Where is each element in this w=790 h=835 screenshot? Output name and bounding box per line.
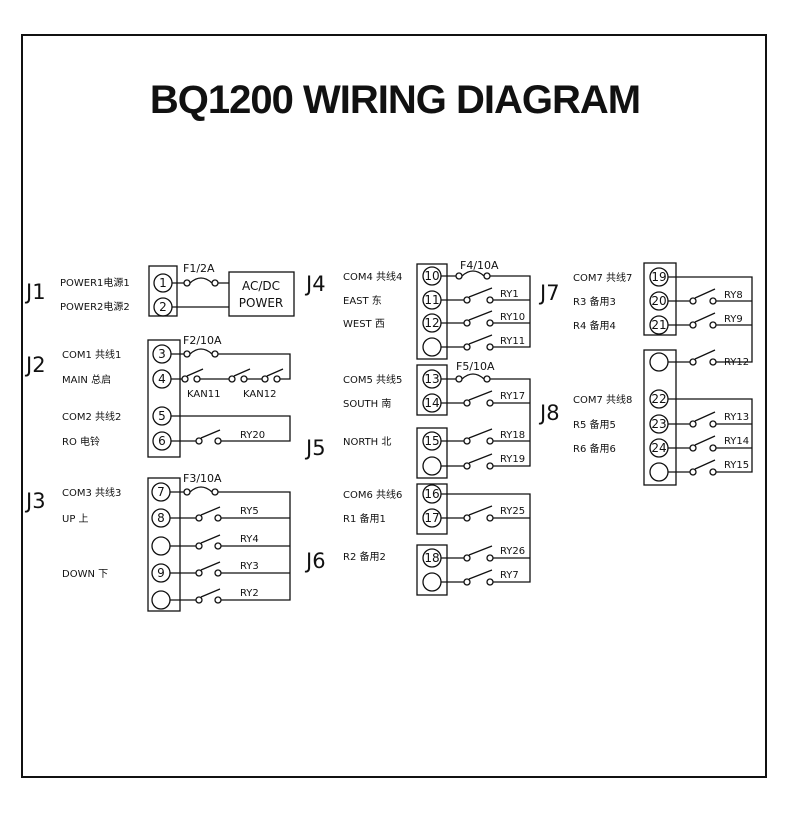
j2-label-2: MAIN 总启 (62, 373, 111, 386)
j4-label-3: WEST 西 (343, 319, 385, 330)
j6-label-3: R2 备用2 (343, 550, 386, 563)
terminal-8: 8 (157, 511, 165, 525)
relay-ry3: RY3 (240, 561, 259, 572)
j4-label-2: EAST 东 (343, 294, 382, 307)
j5-label-1: COM5 共线5 (343, 373, 402, 386)
relay-ry5: RY5 (240, 506, 259, 517)
terminal-16: 16 (424, 487, 439, 501)
relay-kan12: KAN12 (243, 389, 276, 400)
j1-label: J1 (24, 280, 46, 304)
terminal-14: 14 (424, 396, 439, 410)
j3-label-1: COM3 共线3 (62, 486, 121, 499)
terminal-24: 24 (651, 441, 666, 455)
j8-label-1: COM7 共线8 (573, 393, 632, 406)
terminal-13: 13 (424, 372, 439, 386)
fuse-f5: F5/10A (456, 360, 495, 373)
terminal-21: 21 (651, 318, 666, 332)
j8-label: J8 (538, 401, 560, 425)
j5-label-3: NORTH 北 (343, 436, 391, 448)
j2-label-3: COM2 共线2 (62, 410, 121, 423)
relay-ry26: RY26 (500, 546, 525, 557)
j3-label: J3 (24, 489, 46, 513)
terminal-12: 12 (424, 316, 439, 330)
relay-ry10: RY10 (500, 312, 525, 323)
relay-ry1: RY1 (500, 289, 519, 300)
relay-ry11: RY11 (500, 336, 525, 347)
relay-ry15: RY15 (724, 460, 749, 471)
relay-ry14: RY14 (724, 436, 749, 447)
fuse-f3: F3/10A (183, 472, 222, 485)
j4-label-1: COM4 共线4 (343, 270, 402, 283)
j6-label-1: COM6 共线6 (343, 488, 402, 501)
relay-ry25: RY25 (500, 506, 525, 517)
fuse-f4: F4/10A (460, 259, 499, 272)
diagram-title: BQ1200 WIRING DIAGRAM (149, 78, 641, 122)
terminal-6: 6 (158, 434, 166, 448)
relay-ry13: RY13 (724, 412, 749, 423)
terminal-3: 3 (158, 347, 166, 361)
terminal-23: 23 (651, 417, 666, 431)
j2-label-1: COM1 共线1 (62, 348, 121, 361)
j5-label: J5 (304, 436, 326, 460)
relay-ry4: RY4 (240, 534, 259, 545)
terminal-2: 2 (159, 300, 167, 314)
fuse-f1: F1/2A (183, 262, 215, 275)
j1-label-2: POWER2电源2 (60, 300, 130, 313)
j8-label-2: R5 备用5 (573, 418, 616, 431)
terminal-4: 4 (158, 372, 166, 386)
terminal-20: 20 (651, 294, 666, 308)
relay-ry20: RY20 (240, 430, 265, 441)
j7-label: J7 (538, 281, 560, 305)
relay-ry19: RY19 (500, 454, 525, 465)
relay-ry12: RY12 (724, 357, 749, 368)
j3-label-3: DOWN 下 (62, 569, 108, 580)
relay-ry2: RY2 (240, 588, 259, 599)
j2-label-4: RO 电铃 (62, 435, 100, 448)
terminal-11: 11 (424, 293, 439, 307)
terminal-5: 5 (158, 409, 166, 423)
fuse-f2: F2/10A (183, 334, 222, 347)
j8-label-3: R6 备用6 (573, 442, 616, 455)
relay-ry8: RY8 (724, 290, 743, 301)
j7-label-2: R3 备用3 (573, 295, 616, 308)
terminal-1: 1 (159, 276, 167, 290)
j3-label-2: UP 上 (62, 513, 89, 525)
terminal-19: 19 (651, 270, 666, 284)
j4-label: J4 (304, 272, 326, 296)
j6-label-2: R1 备用1 (343, 512, 386, 525)
terminal-18: 18 (424, 551, 439, 565)
power-box-line-1: AC/DC (242, 279, 280, 293)
relay-ry17: RY17 (500, 391, 525, 402)
terminal-17: 17 (424, 511, 439, 525)
j5-label-2: SOUTH 南 (343, 397, 391, 410)
relay-ry7: RY7 (500, 570, 519, 581)
terminal-7: 7 (157, 485, 165, 499)
terminal-10: 10 (424, 269, 439, 283)
terminal-22: 22 (651, 392, 666, 406)
j7-label-1: COM7 共线7 (573, 271, 632, 284)
terminal-15: 15 (424, 434, 439, 448)
relay-kan11: KAN11 (187, 389, 220, 400)
terminal-9: 9 (157, 566, 165, 580)
j1-label-1: POWER1电源1 (60, 276, 130, 289)
relay-ry18: RY18 (500, 430, 525, 441)
j2-label: J2 (24, 353, 46, 377)
diagram-frame (21, 34, 767, 778)
j6-label: J6 (304, 549, 326, 573)
j7-label-3: R4 备用4 (573, 319, 616, 332)
relay-ry9: RY9 (724, 314, 743, 325)
power-box-line-2: POWER (239, 296, 283, 310)
